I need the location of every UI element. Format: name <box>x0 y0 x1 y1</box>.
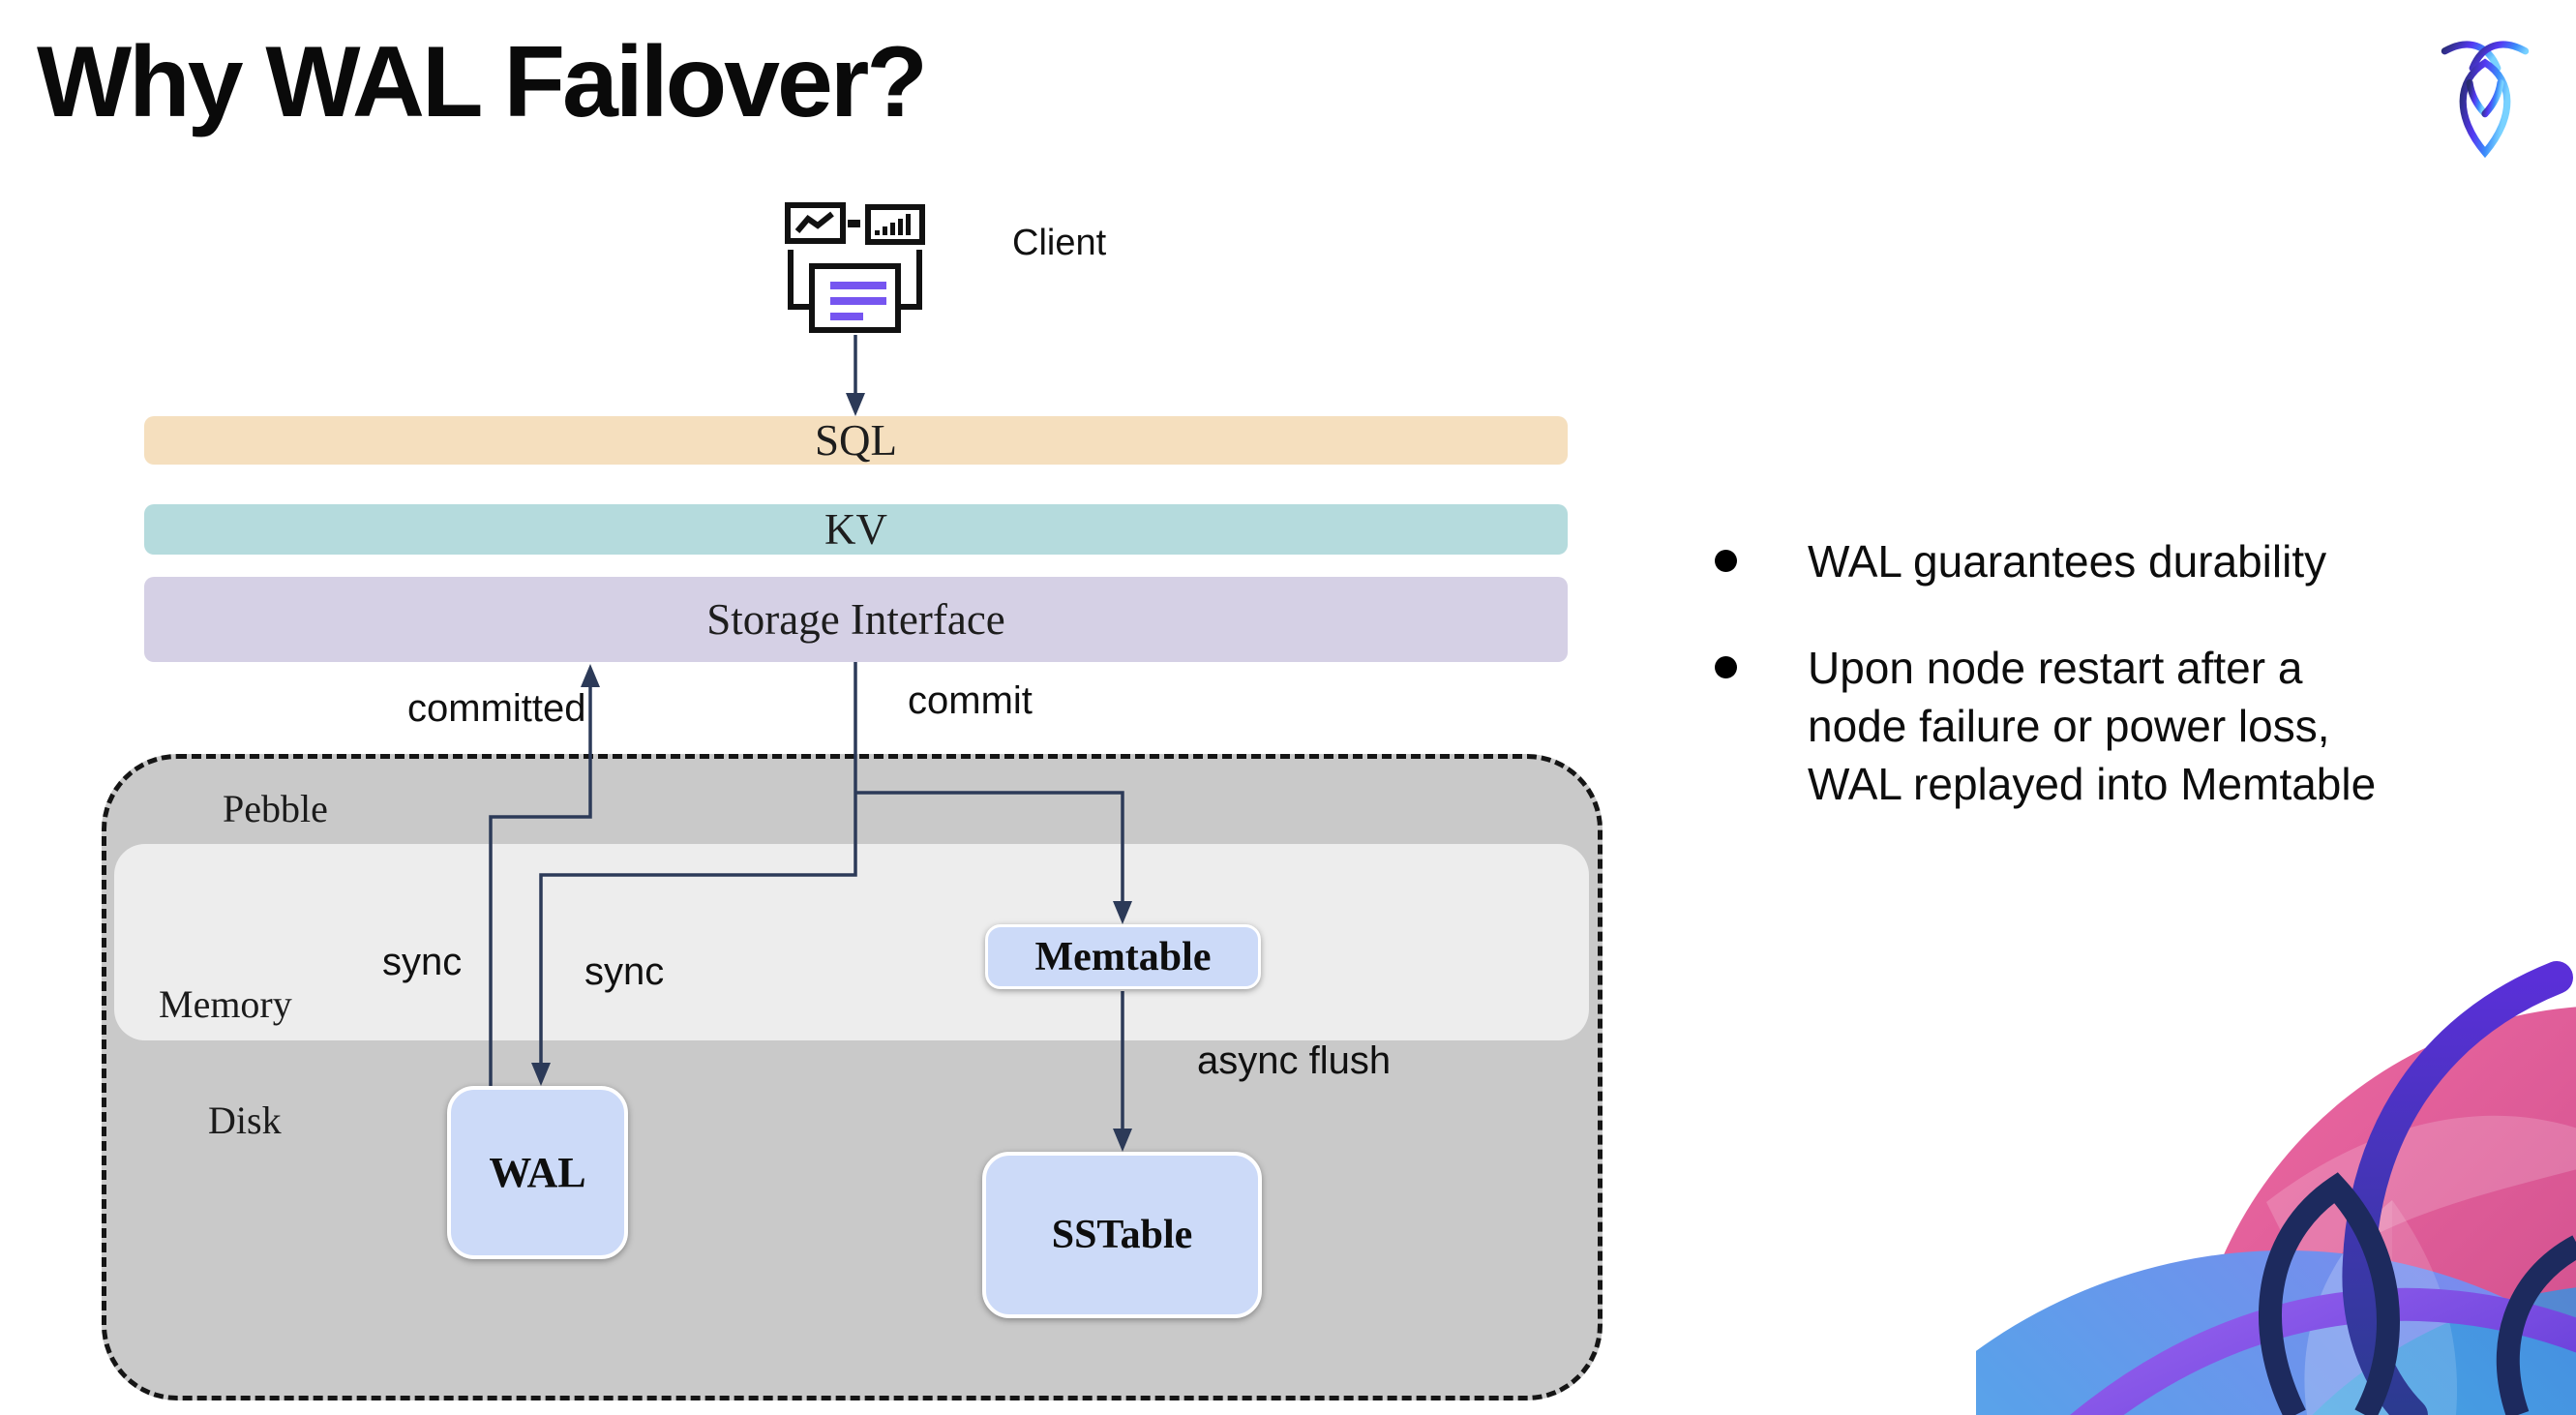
logo-antenna-right <box>2469 41 2530 72</box>
edge-label-commit: commit <box>908 679 1033 722</box>
document-text-line <box>830 282 886 289</box>
wal-node: WAL <box>447 1086 628 1259</box>
art-leaf-outline-right <box>2496 1235 2576 1415</box>
client-document-icon <box>809 263 901 333</box>
cockroachdb-brand-art-icon <box>1976 961 2576 1415</box>
sstable-label: SSTable <box>1051 1213 1193 1257</box>
client-barchart-icon <box>865 204 925 245</box>
barchart-glyph <box>875 214 911 235</box>
cockroachdb-logo-icon <box>2441 41 2530 159</box>
bullet-text: WAL guarantees durability <box>1808 536 2327 587</box>
art-leaf-outline <box>2259 1172 2400 1415</box>
edge-label-async-flush: async flush <box>1197 1039 1392 1082</box>
client-dash-connector <box>848 220 860 227</box>
client-label: Client <box>1012 223 1107 263</box>
bullet-dot-icon <box>1715 550 1737 572</box>
logo-vein-left <box>2466 79 2489 118</box>
layer-bar-storage-interface: Storage Interface <box>144 577 1568 662</box>
disk-label: Disk <box>208 1099 282 1142</box>
client-monitor-bracket-left <box>788 250 811 310</box>
memory-region <box>114 844 1589 1040</box>
bullet-item: Upon node restart after a node failure o… <box>1715 639 2431 813</box>
layer-label-kv: KV <box>824 505 887 554</box>
client-monitor-bracket-right <box>899 250 922 310</box>
slide-title: Why WAL Failover? <box>37 26 928 138</box>
pebble-label: Pebble <box>223 787 328 830</box>
memtable-node: Memtable <box>985 924 1261 989</box>
layer-label-sql: SQL <box>814 416 897 465</box>
edge-label-sync-right: sync <box>584 950 665 993</box>
linechart-glyph <box>794 211 834 233</box>
logo-antenna-left <box>2441 41 2501 72</box>
layer-bar-kv: KV <box>144 504 1568 555</box>
layer-label-storage-interface: Storage Interface <box>706 595 1005 644</box>
sstable-node: SSTable <box>982 1152 1262 1318</box>
logo-vein-right <box>2481 79 2504 118</box>
bullet-text: Upon node restart after a node failure o… <box>1808 643 2377 809</box>
edge-label-sync-left: sync <box>382 941 463 983</box>
bullet-dot-icon <box>1715 656 1737 678</box>
layer-bar-sql: SQL <box>144 416 1568 465</box>
client-linechart-icon <box>785 202 846 244</box>
document-text-line <box>830 297 886 305</box>
wal-label: WAL <box>489 1149 586 1196</box>
edge-label-committed: committed <box>407 687 586 730</box>
document-text-line <box>830 313 863 320</box>
art-purple-arc <box>2070 1287 2576 1415</box>
bullet-item: WAL guarantees durability <box>1715 532 2431 590</box>
bullet-list: WAL guarantees durability Upon node rest… <box>1715 532 2431 861</box>
memory-label: Memory <box>159 982 292 1026</box>
memtable-label: Memtable <box>1034 934 1212 979</box>
